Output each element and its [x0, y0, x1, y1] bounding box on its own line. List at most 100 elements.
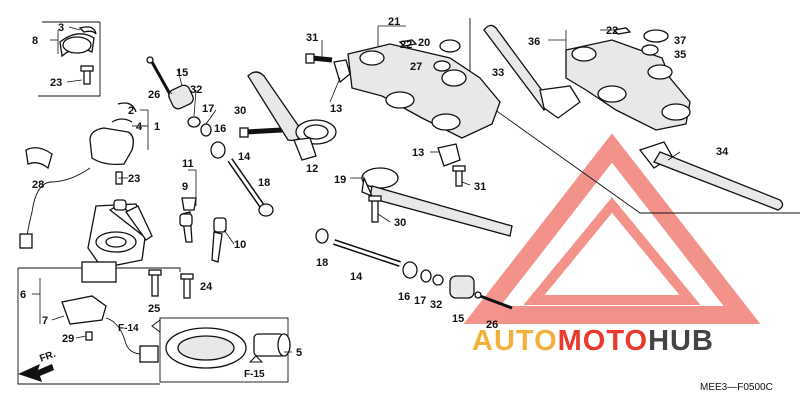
callout-28: 28: [32, 179, 44, 191]
ref-f14-label: F-14: [118, 323, 139, 334]
part-nut-18b: [315, 228, 329, 244]
callout-27: 27: [410, 61, 422, 73]
part-tab-22a: [398, 39, 418, 47]
callout-31: 31: [306, 32, 318, 44]
diagram-code: MEE3—F0500C: [700, 382, 773, 393]
part-handlebar-34: [638, 141, 784, 211]
part-sensor-7: [61, 295, 159, 363]
ref-arrow-f14: F-14: [118, 319, 161, 334]
callout-16: 16: [214, 123, 226, 135]
callout-12: 12: [306, 163, 318, 175]
part-clip-28: [25, 147, 53, 170]
svg-text:AUTOMOTOHUB: AUTOMOTOHUB: [472, 325, 714, 357]
leader-lines: [32, 25, 681, 353]
part-left-handlebar-12: [247, 71, 337, 161]
part-rubber-16a: [210, 141, 226, 159]
lock-set-box-top: [18, 267, 181, 272]
callout-24: 24: [200, 281, 213, 293]
part-fuel-lid: [165, 327, 247, 369]
callout-18: 18: [258, 177, 270, 189]
part-clamp-13a: [333, 59, 351, 84]
alt-handlebar-divider: [469, 18, 800, 214]
callout-15: 15: [176, 67, 188, 79]
part-cap-37: [643, 29, 669, 43]
part-screw-26b: [474, 291, 513, 310]
callout-17b: 17: [414, 295, 426, 307]
part-rubber-16b: [402, 261, 418, 279]
part-switch-1: [19, 127, 134, 249]
callout-26: 26: [148, 89, 160, 101]
callout-22b: 22: [606, 25, 618, 37]
part-key-10: [211, 217, 227, 263]
callout-5: 5: [296, 347, 302, 359]
watermark-part1: AUTO: [472, 325, 558, 357]
callout-30: 30: [234, 105, 246, 117]
part-top-bridge-36: [565, 39, 691, 131]
part-nut-27: [433, 60, 451, 72]
part-bolt-24: [180, 273, 194, 299]
callout-2: 2: [128, 105, 134, 117]
part-bolt-31a: [305, 53, 333, 64]
part-screw-29: [85, 331, 93, 341]
part-key-blank-11: [179, 197, 197, 243]
callout-4: 4: [136, 121, 143, 133]
upper-left-box-line: [38, 22, 101, 97]
part-right-handlebar-19: [361, 167, 513, 237]
callout-15b: 15: [452, 313, 464, 325]
callout-26b: 26: [486, 319, 498, 331]
callout-23: 23: [50, 77, 62, 89]
callout-35: 35: [674, 49, 686, 61]
front-label: FR.: [38, 349, 57, 365]
part-nut-18a: [258, 203, 274, 217]
callout-21: 21: [388, 16, 400, 28]
part-washer-17b: [420, 269, 432, 283]
watermark-part2: MOTO: [558, 325, 648, 357]
part-top-bridge-21: [347, 43, 501, 139]
part-clip-3: [59, 26, 97, 58]
callout-31b: 31: [474, 181, 486, 193]
callout-36: 36: [528, 36, 540, 48]
callout-6: 6: [20, 289, 26, 301]
callout-9: 9: [182, 181, 188, 193]
callout-17: 17: [202, 103, 214, 115]
callout-30b: 30: [394, 217, 406, 229]
part-washer-17a: [200, 123, 212, 137]
lock-set-box-left: [17, 268, 160, 385]
part-washer-32b: [432, 274, 444, 286]
callout-8: 8: [32, 35, 38, 47]
ref-arrow-f15: F-15: [244, 355, 265, 380]
callout-32: 32: [190, 84, 202, 96]
callout-13b: 13: [412, 147, 424, 159]
callout-3: 3: [58, 22, 64, 34]
callout-29: 29: [62, 333, 74, 345]
part-bolt-30b: [368, 195, 382, 223]
part-spring-2: [117, 102, 137, 113]
callout-22: 22: [400, 39, 412, 51]
callout-1: 1: [154, 121, 160, 133]
part-bolt-25: [148, 269, 162, 297]
callout-23b: 23: [128, 173, 140, 185]
callout-14b: 14: [350, 271, 363, 283]
part-weight-15b: [449, 275, 475, 299]
part-tab-22b: [612, 27, 632, 35]
part-key-9-set: [108, 199, 153, 241]
ref-f15-label: F-15: [244, 369, 265, 380]
callout-13: 13: [330, 103, 342, 115]
part-nut-35: [641, 44, 659, 56]
part-weight-15a: [168, 84, 194, 110]
callout-20: 20: [418, 37, 430, 49]
callout-7: 7: [42, 315, 48, 327]
part-bolt-30a: [239, 127, 283, 138]
callout-33: 33: [492, 67, 504, 79]
watermark-wordmark: AUTOMOTOHUB: [472, 325, 714, 357]
watermark-logo-mark: [463, 133, 761, 324]
callout-34: 34: [716, 146, 729, 158]
part-handlebar-33: [483, 24, 581, 119]
part-clamp-13b: [437, 143, 461, 167]
callout-14: 14: [238, 151, 251, 163]
part-cap-20: [439, 39, 461, 53]
front-direction-arrow: FR.: [18, 349, 57, 382]
part-lock-cylinder-5: [253, 333, 291, 357]
callout-37: 37: [674, 35, 686, 47]
